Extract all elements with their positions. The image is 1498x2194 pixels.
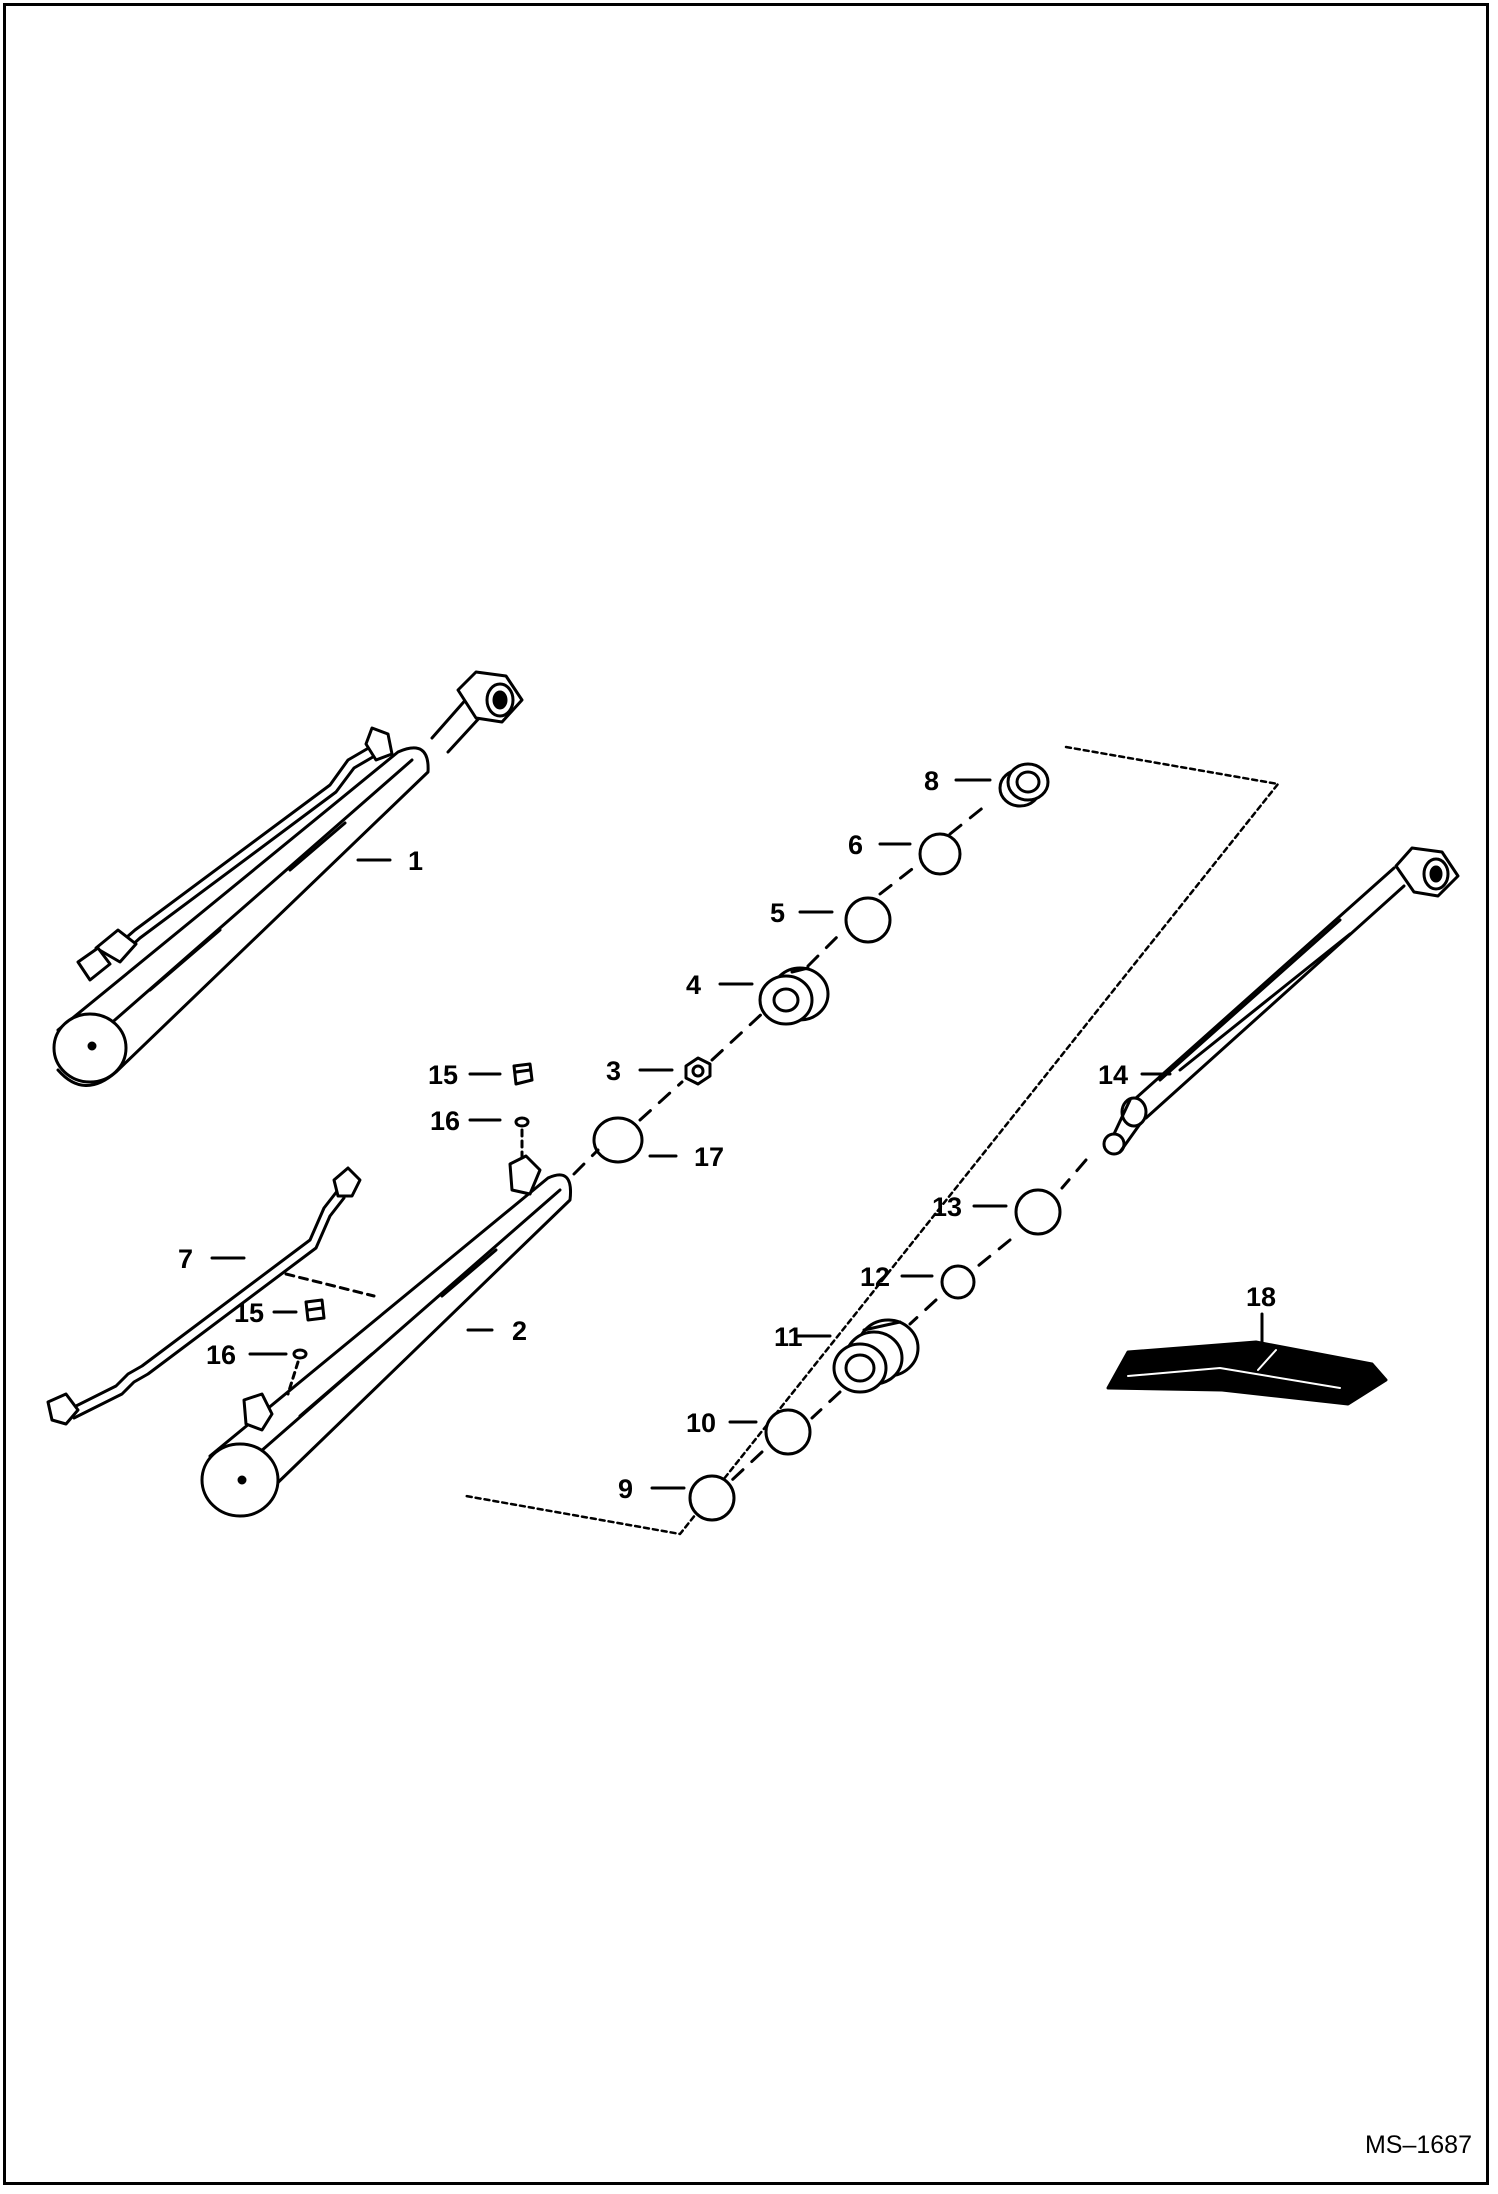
callout-13: 13 <box>932 1192 962 1222</box>
callout-9: 9 <box>618 1474 633 1504</box>
callout-7: 7 <box>178 1244 193 1274</box>
axis-line-lower-a <box>1060 1158 1088 1190</box>
o-ring-part-17 <box>592 1116 644 1164</box>
axis-line-upper-a <box>572 1148 600 1176</box>
diagram-frame <box>3 3 1489 2185</box>
callout-15-lower: 15 <box>234 1298 264 1328</box>
piston-part-11 <box>832 1318 920 1394</box>
drawing-code: MS–1687 <box>1364 2131 1472 2159</box>
plug-part-15-upper <box>512 1062 534 1086</box>
o-ring-part-16-lower <box>292 1348 308 1360</box>
cylinder-assembly-part-1 <box>52 670 524 1087</box>
gland-part-4 <box>758 966 830 1026</box>
o-ring-part-12 <box>940 1264 976 1300</box>
callout-8: 8 <box>924 766 939 796</box>
nut-part-3 <box>684 1056 712 1086</box>
leader-7-dashed <box>284 1272 376 1298</box>
leader-16-lower-axis <box>286 1360 300 1396</box>
axis-line-lower-b <box>976 1238 1012 1268</box>
callout-14: 14 <box>1098 1060 1128 1090</box>
callout-17: 17 <box>694 1142 724 1172</box>
axis-line-upper-c <box>710 1008 768 1062</box>
callout-16-upper: 16 <box>430 1106 460 1136</box>
o-ring-part-5 <box>844 896 892 944</box>
o-ring-part-10 <box>764 1408 812 1456</box>
callout-16-lower: 16 <box>206 1340 236 1370</box>
o-ring-part-9 <box>688 1474 736 1522</box>
bushing-part-8 <box>998 762 1050 808</box>
barrel-part-2 <box>200 1154 573 1518</box>
callout-1: 1 <box>408 846 423 876</box>
callout-6: 6 <box>848 830 863 860</box>
callout-15-upper: 15 <box>428 1060 458 1090</box>
callout-4: 4 <box>686 970 701 1000</box>
seal-kit-packet-part-18 <box>1106 1340 1388 1406</box>
rod-part-14 <box>1102 846 1460 1156</box>
axis-line-lower-e <box>730 1450 764 1482</box>
callout-12: 12 <box>860 1262 890 1292</box>
callout-18: 18 <box>1246 1282 1276 1312</box>
axis-line-lower-d <box>810 1390 842 1420</box>
o-ring-part-16-upper <box>514 1116 530 1128</box>
callout-5: 5 <box>770 898 785 928</box>
plug-part-15-lower <box>304 1298 326 1322</box>
o-ring-part-6 <box>918 832 962 876</box>
o-ring-part-13 <box>1014 1188 1062 1236</box>
axis-line-upper-f <box>948 800 992 836</box>
nut-part-3-hole <box>691 1064 705 1078</box>
callout-11: 11 <box>774 1322 803 1352</box>
axis-line-upper-e <box>878 864 918 896</box>
callout-3: 3 <box>606 1056 621 1086</box>
callout-2: 2 <box>512 1316 527 1346</box>
axis-line-upper-d <box>806 932 842 968</box>
axis-line-upper-b <box>638 1080 684 1122</box>
axis-line-lower-c <box>908 1298 938 1326</box>
callout-10: 10 <box>686 1408 716 1438</box>
seal-kit-outline <box>464 745 1280 1536</box>
tube-part-7 <box>46 1166 362 1426</box>
